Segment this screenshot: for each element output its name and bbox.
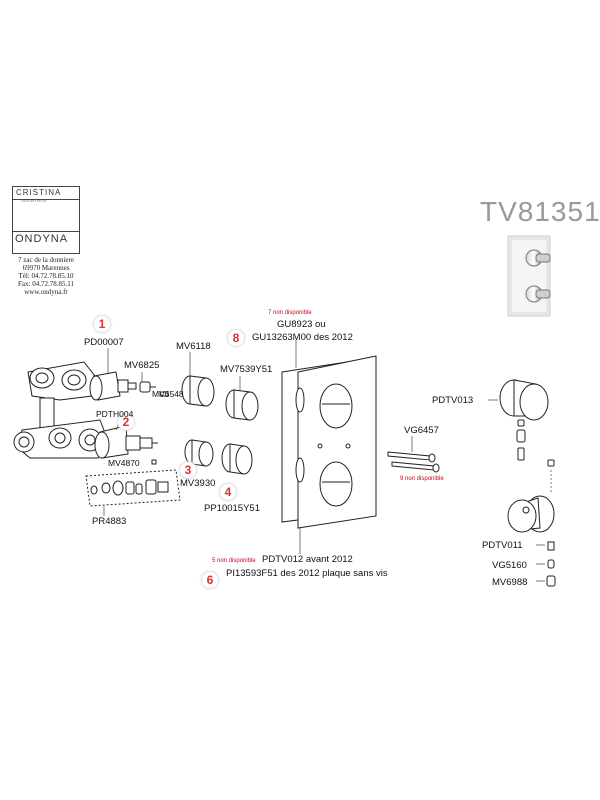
handle-pdtv013 bbox=[499, 379, 549, 461]
brand-logo: CRISTINA rubinetterie ONDYNA bbox=[12, 186, 80, 254]
label-vg5160: VG5160 bbox=[492, 560, 527, 571]
screws-vg6457 bbox=[387, 451, 440, 473]
part-pp10015 bbox=[221, 443, 253, 475]
model-number: TV81351 bbox=[480, 196, 600, 227]
cartridge-1 bbox=[89, 371, 137, 401]
note-9-unavailable: 9 non disponible bbox=[400, 476, 444, 482]
label-mv4870: MV4870 bbox=[108, 458, 140, 468]
address-line: 69970 Marennes bbox=[22, 264, 70, 272]
callout-6-badge: 6 bbox=[202, 572, 218, 588]
label-mv6118: MV6118 bbox=[176, 341, 211, 352]
callout-3-badge: 3 bbox=[180, 462, 196, 478]
label-mv6825: MV6825 bbox=[124, 360, 160, 371]
brand-tagline: rubinetterie bbox=[21, 198, 48, 203]
label-mv3930: MV3930 bbox=[180, 478, 216, 489]
label-pdth004: PDTH004 bbox=[96, 409, 134, 419]
part-mv7539 bbox=[225, 389, 259, 421]
callout-4-badge: 4 bbox=[220, 484, 236, 500]
address-line: www.ondyna.fr bbox=[24, 288, 68, 296]
label-mv6548: MV6548 bbox=[152, 389, 184, 399]
label-pdtv012: PDTV012 avant 2012 bbox=[262, 554, 353, 565]
trim-plate bbox=[295, 355, 377, 529]
brand-bottom: ONDYNA bbox=[15, 233, 69, 245]
cartridge-2 bbox=[94, 425, 158, 459]
label-vg6457: VG6457 bbox=[404, 425, 439, 436]
note-7-unavailable: 7 non disponible bbox=[268, 310, 312, 316]
label-pr4883: PR4883 bbox=[92, 516, 127, 527]
note-5-unavailable: 5 non disponible bbox=[212, 558, 256, 564]
part-mv6548 bbox=[159, 391, 169, 397]
label-pp10015: PP10015Y51 bbox=[204, 503, 260, 514]
kit-pr4883 bbox=[85, 469, 181, 507]
label-gu8923: GU8923 ou bbox=[277, 319, 326, 330]
address-line: Tél: 04.72.78.85.10 bbox=[18, 272, 74, 280]
label-mv6988: MV6988 bbox=[492, 577, 528, 588]
label-gu13263: GU13263M00 des 2012 bbox=[252, 332, 353, 343]
part-mv6118 bbox=[181, 375, 215, 407]
label-pi13593: PI13593F51 des 2012 plaque sans vis bbox=[226, 568, 388, 579]
label-mv7539: MV7539Y51 bbox=[220, 364, 273, 375]
address-line: Fax: 04.72.78.85.11 bbox=[18, 280, 74, 288]
label-pdtv011: PDTV011 bbox=[482, 540, 523, 551]
callout-2-badge: 2 bbox=[118, 414, 134, 430]
label-pd00007: PD00007 bbox=[84, 337, 124, 348]
leader-lines bbox=[103, 340, 413, 554]
part-mv3930 bbox=[184, 439, 214, 467]
product-photo bbox=[507, 235, 551, 317]
callout-1-badge: 1 bbox=[94, 316, 110, 332]
part-mv4870-small bbox=[151, 459, 157, 465]
part-mv6825 bbox=[139, 381, 156, 393]
address-line: 7 zac de la donniere bbox=[18, 256, 74, 264]
handle-pdtv011 bbox=[507, 459, 556, 587]
label-pdtv013: PDTV013 bbox=[432, 395, 474, 406]
brand-top: CRISTINA bbox=[16, 188, 62, 197]
callout-8-badge: 8 bbox=[228, 330, 244, 346]
